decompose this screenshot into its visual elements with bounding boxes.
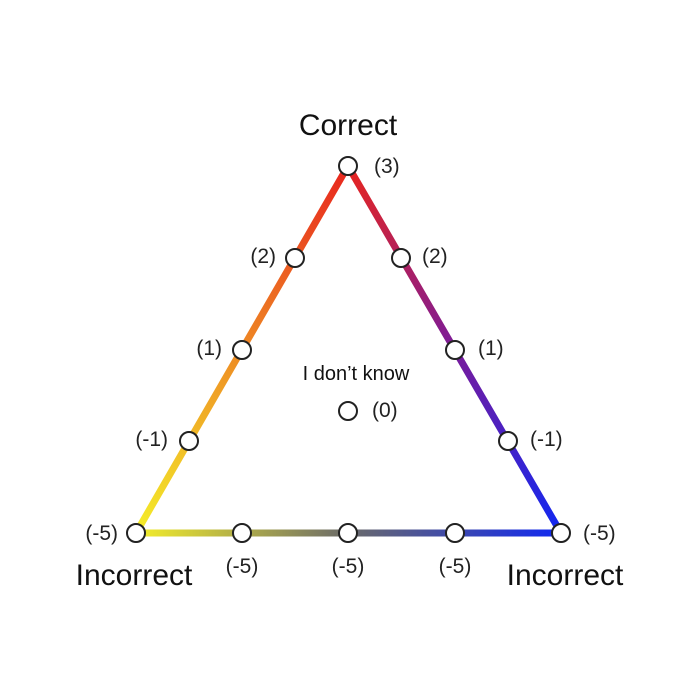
score-top: (3)	[374, 155, 400, 178]
node-left-upper[interactable]	[285, 248, 305, 268]
score-bottom-3: (-5)	[439, 555, 472, 578]
score-left-upper: (2)	[250, 245, 276, 268]
node-bottom-2[interactable]	[338, 523, 358, 543]
node-top[interactable]	[338, 156, 358, 176]
label-dont-know: I don’t know	[303, 363, 410, 385]
score-center: (0)	[372, 399, 398, 422]
score-right-upper: (2)	[422, 245, 448, 268]
node-bottom-1[interactable]	[232, 523, 252, 543]
score-right-lower: (-1)	[530, 428, 563, 451]
node-right-corner[interactable]	[551, 523, 571, 543]
node-right-lower[interactable]	[498, 431, 518, 451]
node-center[interactable]	[338, 401, 358, 421]
node-left-lower[interactable]	[179, 431, 199, 451]
score-left-mid: (1)	[196, 337, 222, 360]
score-bottom-1: (-5)	[226, 555, 259, 578]
score-right-corner: (-5)	[583, 522, 616, 545]
score-right-mid: (1)	[478, 337, 504, 360]
label-correct: Correct	[299, 109, 398, 142]
node-bottom-3[interactable]	[445, 523, 465, 543]
score-left-corner: (-5)	[85, 522, 118, 545]
label-incorrect-right: Incorrect	[507, 559, 624, 592]
node-left-mid[interactable]	[232, 340, 252, 360]
score-left-lower: (-1)	[135, 428, 168, 451]
label-incorrect-left: Incorrect	[76, 559, 193, 592]
node-left-corner[interactable]	[126, 523, 146, 543]
node-right-mid[interactable]	[445, 340, 465, 360]
score-bottom-2: (-5)	[332, 555, 365, 578]
node-right-upper[interactable]	[391, 248, 411, 268]
